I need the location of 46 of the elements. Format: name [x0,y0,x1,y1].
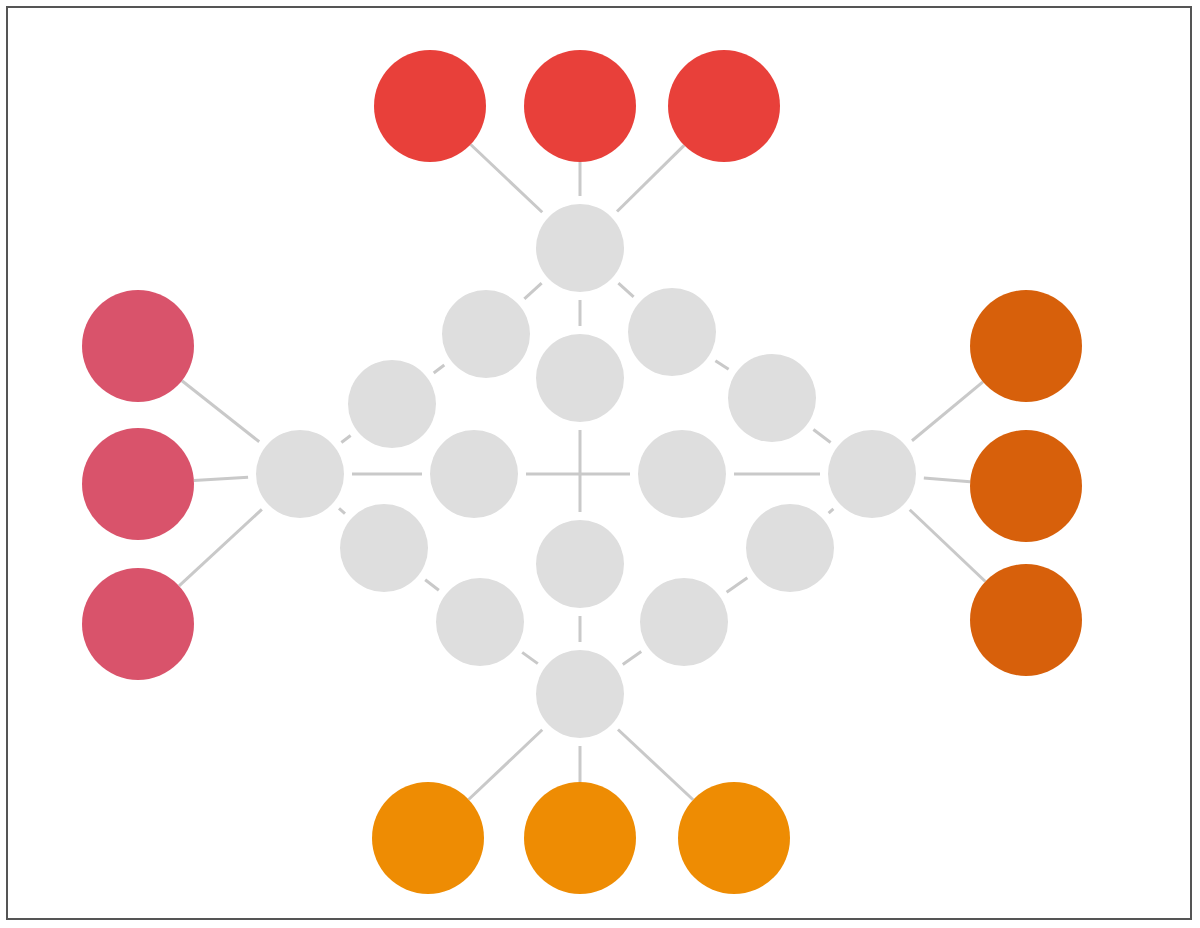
circle-node [628,288,716,376]
connector-line [340,434,352,444]
connector-line [181,379,261,443]
connector-line [469,143,544,214]
connector-line [424,578,440,592]
connector-line [578,300,582,326]
circle-node [256,430,344,518]
connector-line [193,475,249,483]
connector-line [467,728,544,801]
connector-line [521,651,539,665]
connector-line [617,281,635,299]
connector-line [432,363,446,375]
circle-node [348,360,436,448]
connector-line [923,476,971,484]
connector-line [911,380,984,442]
connector-line [578,430,582,512]
circle-node [828,430,916,518]
connector-line [578,616,582,642]
circle-node [536,334,624,422]
circle-node [728,354,816,442]
circle-node [536,650,624,738]
circle-node [536,520,624,608]
circle-node [340,504,428,592]
connector-line [578,162,582,196]
connector-line [526,472,630,476]
circle-node [536,204,624,292]
connector-line [523,282,543,300]
connector-line [352,472,422,476]
connector-line [578,746,582,782]
connector-line [908,508,987,583]
connector-line [621,650,643,666]
circle-node [430,430,518,518]
circle-node [640,578,728,666]
circle-node [442,290,530,378]
connector-line [812,428,832,444]
connector-line [178,508,263,588]
connector-line [616,728,695,801]
connector-line [725,576,749,594]
connector-line [714,359,730,371]
circle-node [638,430,726,518]
connector-line [827,507,835,515]
connector-line [734,472,820,476]
circle-node [746,504,834,592]
connector-line [338,507,346,515]
connector-line [615,144,686,213]
circle-node [436,578,524,666]
